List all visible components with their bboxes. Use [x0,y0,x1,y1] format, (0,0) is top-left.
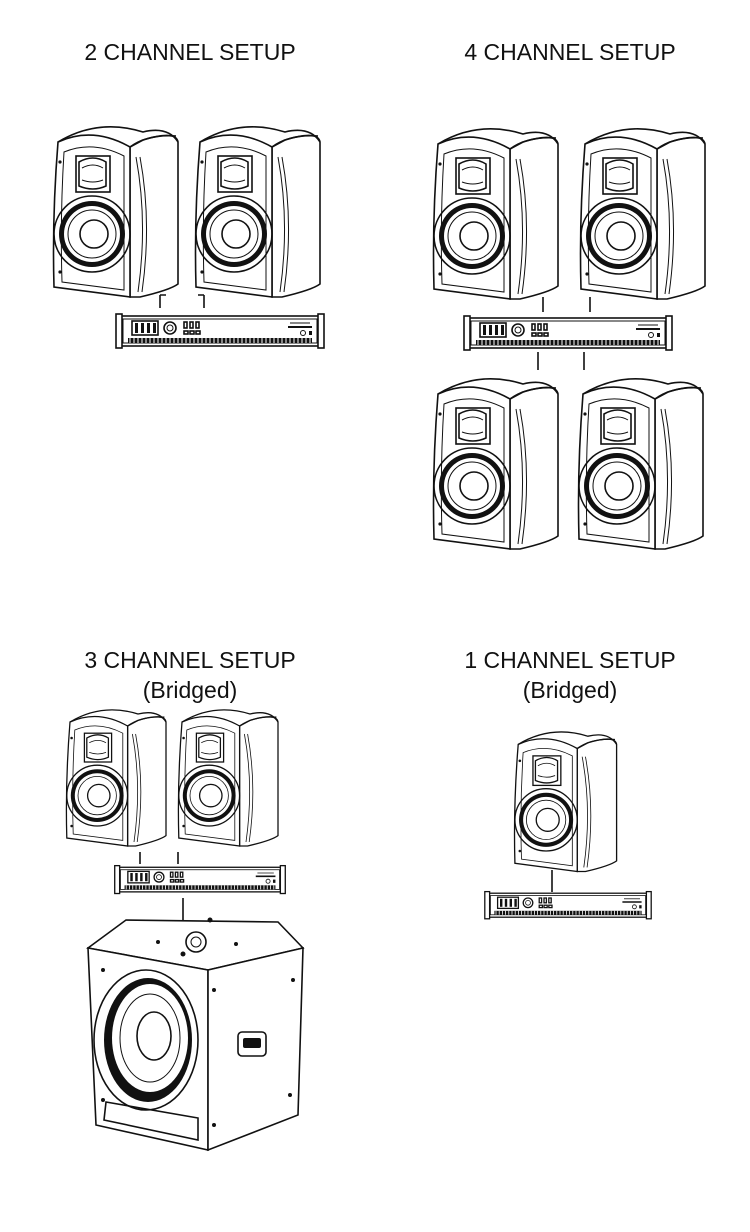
speaker-four-channel-bottom-left [432,378,559,550]
title-one-channel: 1 CHANNEL SETUP [464,647,676,673]
speaker-four-channel-top-left [432,128,559,300]
subwoofer-three-channel [87,916,304,1151]
speaker-four-channel-top-right [579,128,706,300]
speaker-four-channel-bottom-right [577,378,704,550]
speaker-one-channel [513,731,618,873]
speaker-three-channel-right [177,709,279,847]
title-two-channel: 2 CHANNEL SETUP [84,39,296,65]
amplifier-four-channel [463,315,673,351]
two-channel-setup [52,126,325,349]
amplifier-one-channel [483,890,653,920]
speaker-two-channel-left [52,126,179,298]
speaker-three-channel-left [65,709,167,847]
amplifier-three-channel [113,864,287,895]
four-channel-setup [432,128,706,550]
title-three-channel: 3 CHANNEL SETUP [84,647,296,673]
subtitle-three-channel: (Bridged) [142,677,238,703]
three-channel-setup [65,709,304,1151]
title-four-channel: 4 CHANNEL SETUP [464,39,676,65]
subtitle-one-channel: (Bridged) [522,677,618,703]
one-channel-setup [483,731,653,920]
speaker-two-channel-right [194,126,321,298]
amplifier-two-channel [115,313,325,349]
